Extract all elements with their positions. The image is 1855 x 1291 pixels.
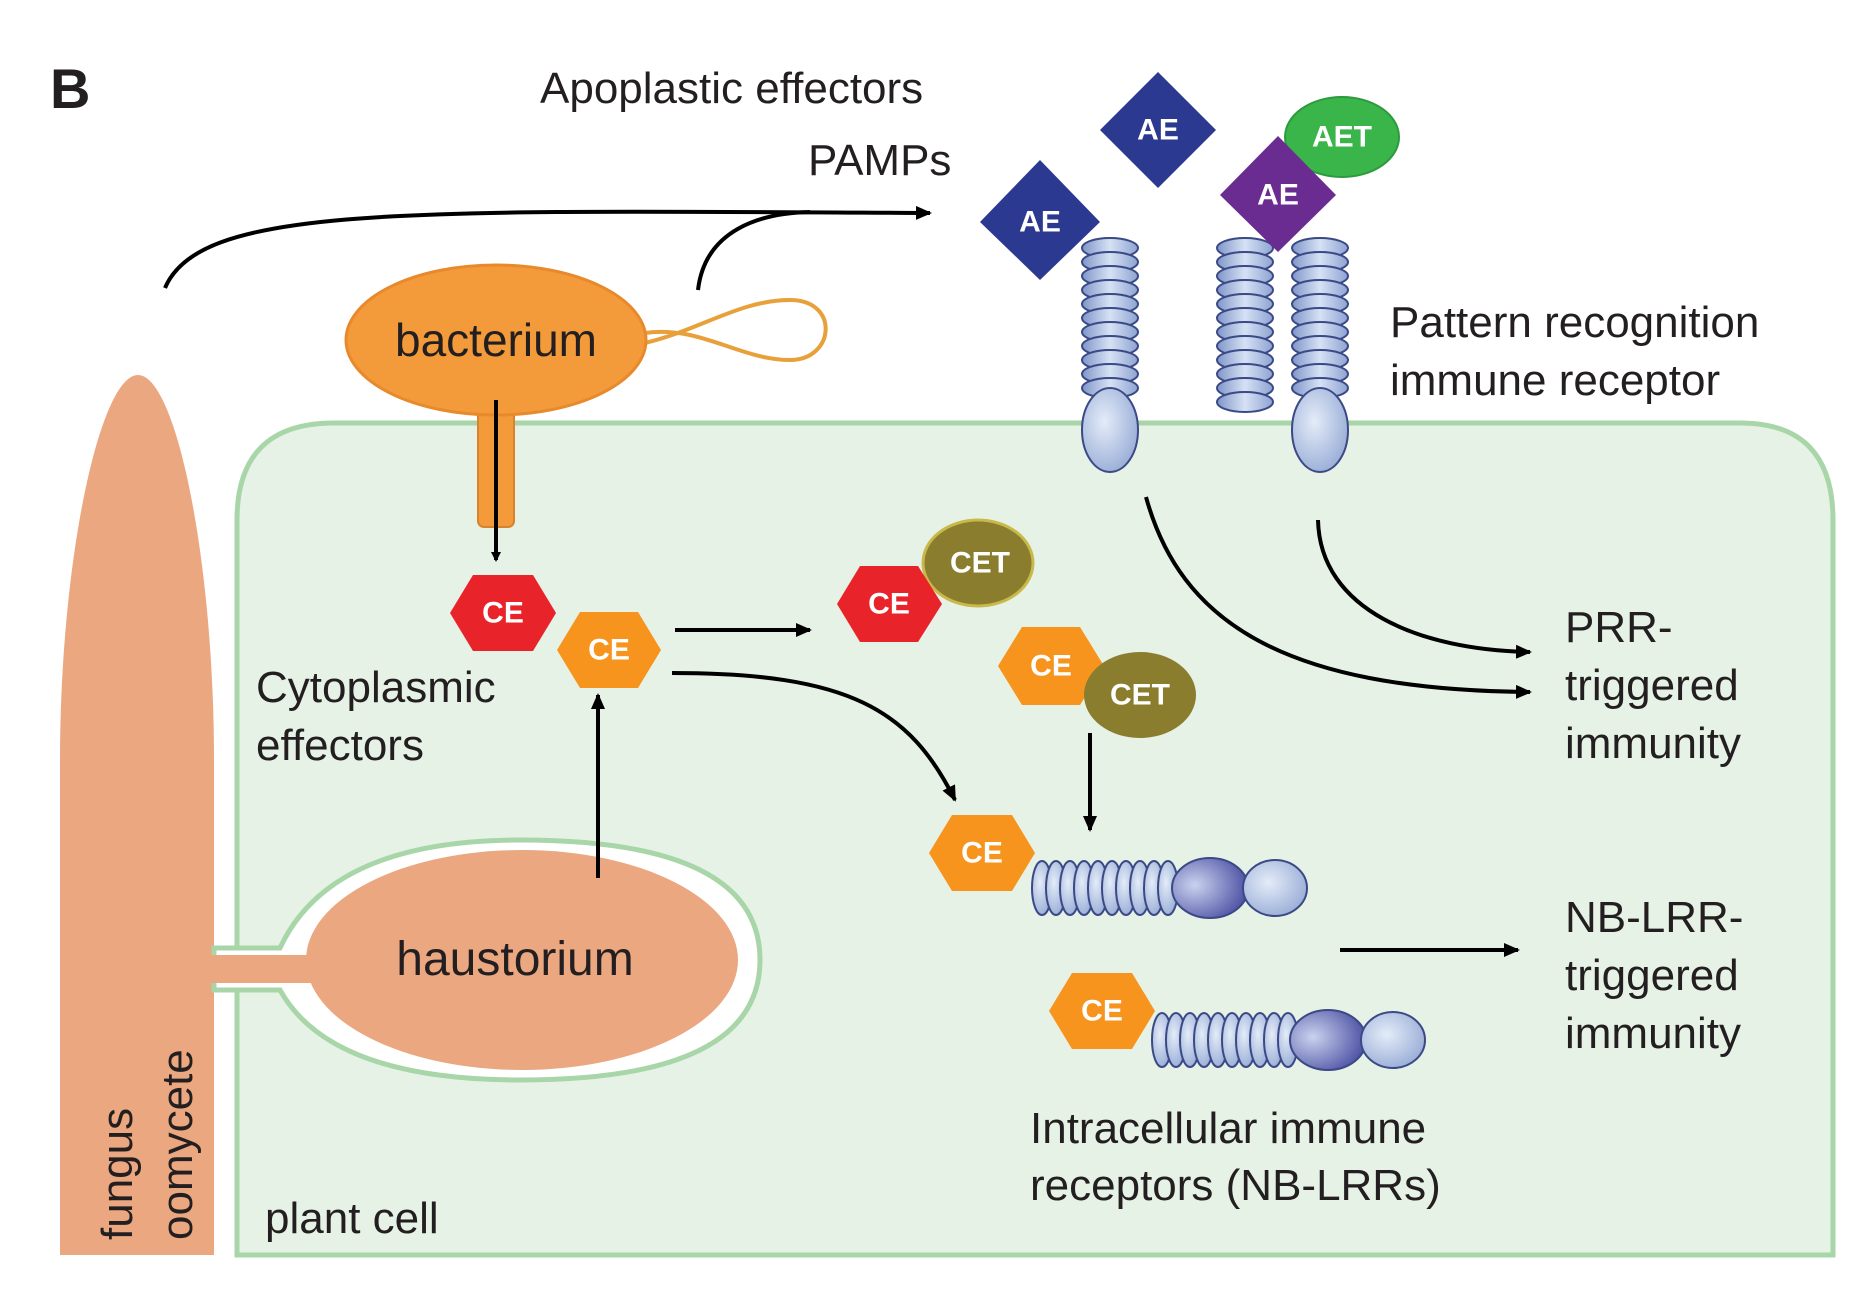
bacterium-flagellum [644,297,828,363]
cet-label: CET [950,547,1010,580]
ce-label: CE [1030,650,1072,683]
pti-label-line1: PRR- [1565,603,1673,652]
fungus-label: fungus [93,1108,142,1240]
ce-orange-bound: CE [998,627,1104,705]
ce-on-nblrr-1: CE [929,815,1035,891]
nblrr-nb-domain [1289,1009,1367,1071]
ce-label: CE [868,588,910,621]
receptor-lrr-stack [1291,237,1349,399]
ae-label: AE [1257,179,1299,212]
cytoplasmic-effectors-line2: effectors [256,721,424,770]
prr-label-line2: immune receptor [1390,356,1720,405]
ae-effector-2: AE [1100,72,1216,188]
cytoplasmic-effectors-line1: Cytoplasmic [256,663,496,712]
panel-letter: B [50,57,90,120]
ce-label: CE [482,597,524,630]
oomycete-label: oomycete [153,1049,202,1240]
receptor-transmembrane [1081,387,1139,473]
nblrr-receptor-2 [1151,1009,1426,1071]
haustorium-neck [205,955,315,983]
arrow-bacterium-to-apoplast [696,210,811,291]
aet-target: AET [1284,96,1400,178]
prr-label-line1: Pattern recognition [1390,298,1759,347]
ae-effector-purple: AE [1220,136,1336,252]
prr-receptor-3 [1291,237,1349,473]
eti-label-line1: NB-LRR- [1565,893,1743,942]
nblrr-cc-domain [1242,859,1308,917]
ce-label: CE [961,837,1003,870]
pti-label-line3: immunity [1565,719,1741,768]
nblrr-receptor-1 [1031,857,1308,919]
arrow-prr3-to-pti [1316,519,1532,659]
plant-cell-label: plant cell [265,1194,439,1243]
bacterium-label: bacterium [395,314,597,366]
cet-target-2: CET [1084,652,1196,738]
receptor-lrr-stack [1216,237,1274,413]
nblrr-lrr-stack [1031,860,1179,916]
pti-label-line2: triggered [1565,661,1739,710]
ce-red-effector: CE [450,575,556,651]
eti-label-line3: immunity [1565,1009,1741,1058]
cet-label: CET [1110,679,1170,712]
intracellular-label-line2: receptors (NB-LRRs) [1030,1161,1441,1210]
ce-label: CE [588,634,630,667]
ae-label: AE [1137,114,1179,147]
haustorium [306,850,738,1070]
arrow-prr1-to-pti [1144,496,1532,699]
receptor-lrr-stack [1081,237,1139,399]
receptor-transmembrane [1291,387,1349,473]
fungus-hypha [60,375,214,1255]
ce-red-bound: CE [837,566,942,642]
pamps-label: PAMPs [808,136,951,185]
haustorium-label: haustorium [396,933,633,986]
prr-receptor-2 [1216,237,1274,413]
eti-label-line2: triggered [1565,951,1739,1000]
apoplastic-effectors-label: Apoplastic effectors [540,64,923,113]
arrow-ce-to-nblrr [671,671,957,802]
intracellular-label-line1: Intracellular immune [1030,1104,1426,1153]
ae-label: AE [1019,206,1061,239]
aet-label: AET [1312,121,1372,154]
cet-target-1: CET [921,518,1035,608]
prr-receptor-1 [1081,237,1139,473]
ce-label: CE [1081,995,1123,1028]
nblrr-cc-domain [1360,1011,1426,1069]
nblrr-nb-domain [1171,857,1249,919]
ae-effector-1: AE [980,160,1100,280]
nblrr-lrr-stack [1151,1012,1299,1068]
arrow-fungus-to-apoplast [163,205,932,289]
ce-orange-effector: CE [557,612,661,688]
ce-on-nblrr-2: CE [1049,973,1155,1049]
